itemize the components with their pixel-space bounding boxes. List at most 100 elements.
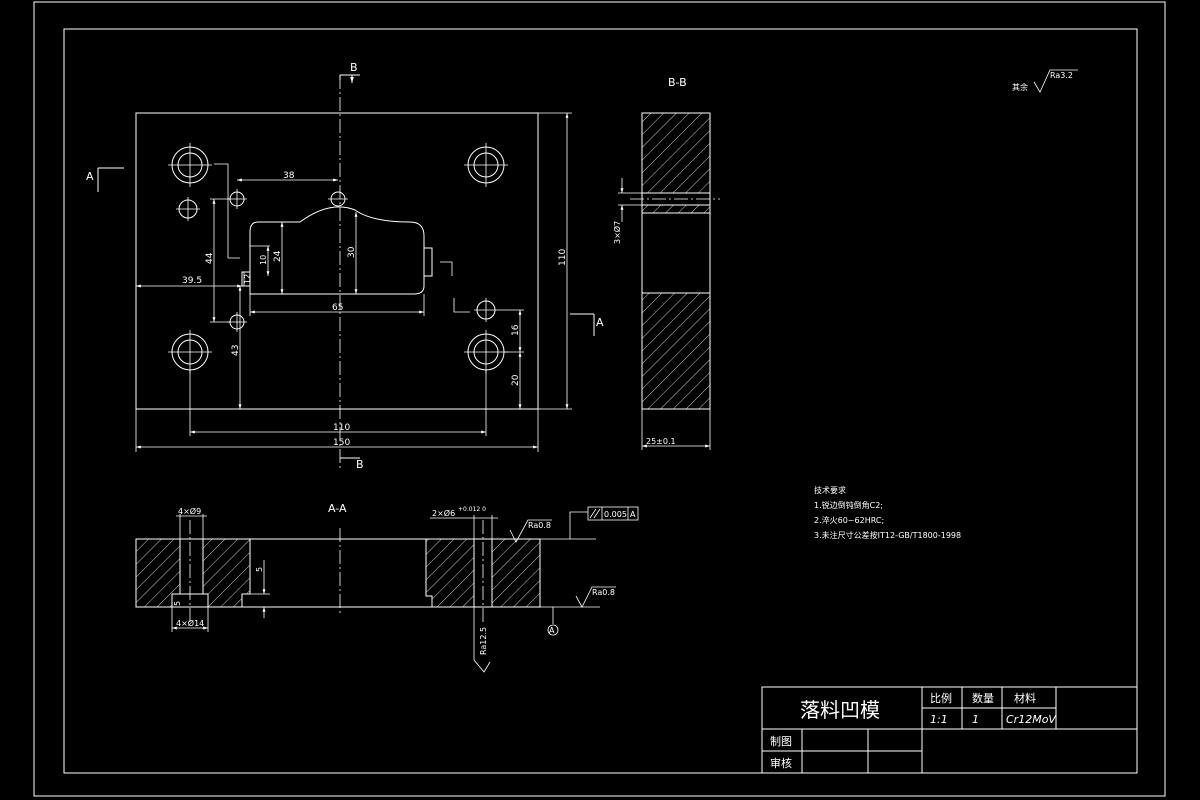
svg-text:Ra3.2: Ra3.2	[1050, 71, 1073, 80]
cut-label-b-top: B	[350, 61, 358, 74]
dim-2x6: 2×Ø6 +0.012 0	[430, 506, 498, 539]
dim-20: 20	[504, 351, 524, 409]
section-bb-view: B-B 3×Ø7 25±0.1	[612, 76, 720, 450]
roughness-symbol-ra125: Ra12.5	[473, 607, 491, 673]
pin-hole	[176, 197, 200, 221]
dim-110-horizontal: 110	[189, 370, 487, 436]
roughness-symbol-top: Ra0.8	[509, 519, 552, 543]
section-aa-title: A-A	[328, 502, 347, 515]
svg-text:5: 5	[255, 567, 264, 572]
die-cavity	[249, 206, 425, 295]
dim-65: 65	[249, 294, 425, 316]
pin-hole	[474, 298, 498, 322]
svg-text:0.005: 0.005	[604, 510, 627, 519]
svg-text:+0.012 0: +0.012 0	[458, 506, 486, 513]
dim-16: 16	[498, 309, 524, 352]
screw-hole-bl	[168, 330, 212, 374]
section-aa-hatch-right	[425, 538, 475, 608]
requirement-item: 2.淬火60~62HRC;	[814, 515, 884, 525]
svg-text:43: 43	[231, 345, 241, 356]
dim-4x14: 4×Ø14	[171, 607, 209, 632]
roughness-symbol-bottom: Ra0.8	[540, 586, 616, 608]
scale-value: 1:1	[930, 713, 948, 726]
dim-10: 10	[250, 245, 270, 276]
svg-text:Ra12.5: Ra12.5	[479, 627, 488, 655]
pin-hole	[227, 189, 247, 209]
dim-110-vertical: 110	[538, 112, 572, 410]
svg-text:24: 24	[273, 250, 283, 262]
section-aa-hatch-right2	[491, 538, 541, 608]
section-bb-hatch-bottom	[641, 292, 711, 410]
qty-value: 1	[972, 713, 979, 726]
svg-text:其余: 其余	[1012, 82, 1028, 92]
part-name: 落料凹模	[800, 698, 880, 722]
roughness-other: 其余 Ra3.2	[1012, 69, 1078, 93]
svg-text:4×Ø9: 4×Ø9	[178, 506, 201, 516]
svg-text:2×Ø6: 2×Ø6	[432, 508, 455, 518]
dim-44: 44	[205, 198, 230, 323]
dim-5-left: 5	[173, 601, 182, 606]
section-aa-hatch-left2	[202, 538, 251, 608]
svg-text:110: 110	[333, 423, 350, 433]
svg-text:150: 150	[333, 438, 350, 448]
dim-38: 38	[237, 171, 338, 182]
dim-4x9: 4×Ø9	[176, 506, 207, 539]
section-bb-hatch-top	[641, 112, 711, 194]
svg-text:A: A	[630, 510, 636, 519]
dim-30: 30	[347, 212, 358, 294]
plan-view: B B A A 38 39.5 44 24 10	[86, 61, 604, 471]
cut-mark-a-left	[97, 167, 124, 192]
section-bb-hatch-pin	[641, 204, 711, 214]
svg-text:5: 5	[173, 601, 182, 606]
material-label: 材料	[1014, 691, 1036, 705]
parallelism-frame: 0.005 A	[540, 506, 639, 540]
screw-hole-tr	[464, 143, 508, 187]
svg-text:25±0.1: 25±0.1	[646, 437, 676, 446]
cavity-step	[241, 271, 251, 287]
cut-mark-b-top	[339, 74, 360, 80]
inner-frame	[63, 28, 1138, 774]
section-bb-outline	[641, 112, 711, 410]
svg-text:Ra0.8: Ra0.8	[528, 521, 551, 530]
requirement-item: 1.锐边倒钝倒角C2;	[814, 500, 883, 510]
dim-24: 24	[273, 222, 284, 294]
screw-hole-br	[464, 330, 508, 374]
svg-text:16: 16	[511, 324, 521, 336]
svg-text:20: 20	[511, 374, 521, 386]
screw-hole-tl	[168, 143, 212, 187]
svg-text:44: 44	[205, 252, 215, 264]
cut-label-b-bottom: B	[356, 458, 364, 471]
title-block: 落料凹模 比例 数量 材料 1:1 1 Cr12MoV 制图 审核	[761, 686, 1138, 774]
svg-text:110: 110	[558, 249, 568, 266]
cut-label-a-right: A	[596, 316, 604, 329]
cut-label-a-left: A	[86, 170, 94, 183]
svg-text:10: 10	[259, 255, 268, 265]
svg-text:A: A	[549, 626, 555, 635]
requirement-item: 3.未注尺寸公差按IT12-GB/T1800-1998	[814, 530, 961, 540]
dim-150: 150	[135, 409, 539, 452]
svg-text:30: 30	[347, 246, 357, 258]
technical-requirements: 技术要求 1.锐边倒钝倒角C2; 2.淬火60~62HRC; 3.未注尺寸公差按…	[814, 485, 961, 540]
outer-frame	[33, 1, 1166, 797]
dim-3x7: 3×Ø7	[612, 178, 642, 244]
dim-5-right: 5	[250, 560, 270, 618]
section-aa-hatch-left	[135, 538, 181, 608]
material-value: Cr12MoV	[1006, 713, 1057, 726]
drawn-label: 制图	[770, 735, 792, 748]
cavity-notch	[423, 247, 433, 277]
svg-text:39.5: 39.5	[182, 276, 202, 286]
cut-path-a	[214, 163, 470, 313]
svg-text:3×Ø7: 3×Ø7	[612, 221, 622, 244]
svg-text:4×Ø14: 4×Ø14	[176, 618, 204, 628]
dim-39-5: 39.5	[136, 276, 242, 288]
cut-mark-a-right	[570, 313, 595, 336]
plate-outline	[135, 112, 539, 410]
section-bb-title: B-B	[668, 76, 687, 89]
dim-12: 12	[243, 272, 252, 286]
dim-43: 43	[231, 286, 242, 409]
dim-25: 25±0.1	[641, 409, 711, 450]
svg-text:38: 38	[283, 171, 295, 181]
svg-text:12: 12	[243, 274, 252, 284]
pin-hole	[227, 312, 247, 332]
